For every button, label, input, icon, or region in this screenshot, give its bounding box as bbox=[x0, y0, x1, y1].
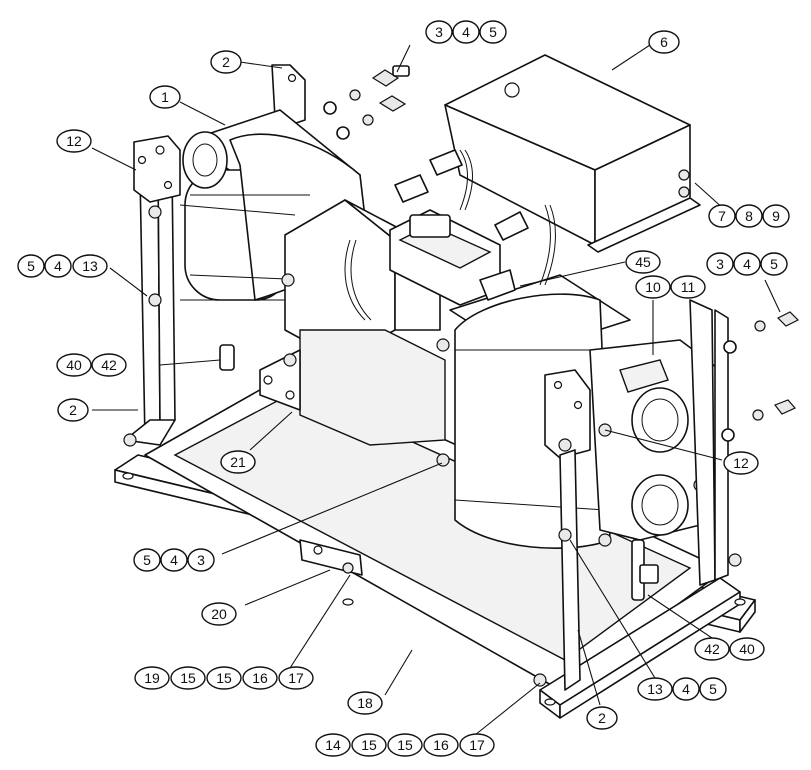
callout-42-40: 42 40 bbox=[694, 637, 765, 661]
callout-12-left: 12 bbox=[56, 129, 92, 153]
callout-5-4-3: 5 4 3 bbox=[133, 548, 215, 572]
callout-10-11: 10 11 bbox=[635, 275, 706, 299]
callout-label: 15 bbox=[216, 670, 232, 686]
callout-19-15-15-16-17: 19 15 15 16 17 bbox=[134, 666, 314, 690]
pressure-switches bbox=[219, 344, 659, 601]
callout-label: 3 bbox=[435, 24, 443, 40]
callout-label: 45 bbox=[635, 254, 651, 270]
callout-label: 4 bbox=[743, 256, 751, 272]
callout-21: 21 bbox=[220, 450, 256, 474]
callout-label: 15 bbox=[180, 670, 196, 686]
callout-13-4-5: 13 4 5 bbox=[637, 677, 727, 701]
left-upright-bracket bbox=[123, 135, 181, 447]
callout-label: 8 bbox=[745, 208, 753, 224]
right-upright-bracket bbox=[533, 299, 742, 691]
callout-label: 2 bbox=[598, 710, 606, 726]
callout-label: 18 bbox=[357, 695, 373, 711]
callout-label: 4 bbox=[170, 552, 178, 568]
leader-lines bbox=[91, 44, 781, 736]
callout-label: 5 bbox=[27, 258, 35, 274]
callout-label: 1 bbox=[161, 89, 169, 105]
callout-40-42: 40 42 bbox=[56, 353, 127, 377]
callout-label: 6 bbox=[660, 34, 668, 50]
callout-label: 17 bbox=[288, 670, 304, 686]
callout-label: 20 bbox=[211, 606, 227, 622]
callout-14-15-15-16-17: 14 15 15 16 17 bbox=[315, 733, 495, 757]
callout-label: 14 bbox=[325, 737, 341, 753]
callout-3-4-5-right: 3 4 5 bbox=[706, 252, 788, 276]
callout-2-top: 2 bbox=[210, 50, 242, 74]
center-block bbox=[259, 199, 450, 467]
callout-5-4-13: 5 4 13 bbox=[17, 254, 108, 278]
callout-18: 18 bbox=[347, 691, 383, 715]
callouts: 2 3 4 5 6 1 12 7 8 bbox=[17, 20, 790, 757]
callout-label: 2 bbox=[222, 54, 230, 70]
callout-label: 21 bbox=[230, 454, 246, 470]
callout-label: 3 bbox=[197, 552, 205, 568]
base-frame bbox=[114, 369, 756, 719]
callout-label: 7 bbox=[718, 208, 726, 224]
callout-2-left: 2 bbox=[57, 398, 89, 422]
callout-label: 12 bbox=[66, 133, 82, 149]
callout-6: 6 bbox=[648, 30, 680, 54]
callout-label: 10 bbox=[645, 279, 661, 295]
callout-1: 1 bbox=[149, 85, 181, 109]
callout-label: 17 bbox=[469, 737, 485, 753]
callout-label: 19 bbox=[144, 670, 160, 686]
callout-label: 4 bbox=[682, 681, 690, 697]
callout-label: 5 bbox=[709, 681, 717, 697]
callout-label: 42 bbox=[704, 641, 720, 657]
callout-label: 13 bbox=[82, 258, 98, 274]
callout-label: 4 bbox=[54, 258, 62, 274]
callout-7-8-9: 7 8 9 bbox=[708, 204, 790, 228]
front-bracket bbox=[299, 539, 363, 576]
callout-label: 5 bbox=[770, 256, 778, 272]
callout-label: 5 bbox=[489, 24, 497, 40]
callout-label: 16 bbox=[433, 737, 449, 753]
callout-label: 2 bbox=[69, 402, 77, 418]
callout-label: 15 bbox=[397, 737, 413, 753]
callout-label: 9 bbox=[772, 208, 780, 224]
valve-manifold bbox=[344, 149, 556, 321]
callout-label: 3 bbox=[716, 256, 724, 272]
callout-20: 20 bbox=[201, 602, 237, 626]
callout-label: 11 bbox=[681, 279, 696, 295]
callout-12-right: 12 bbox=[723, 451, 759, 475]
callout-label: 12 bbox=[733, 455, 749, 471]
loose-fasteners bbox=[323, 65, 800, 442]
electrical-cover bbox=[444, 54, 701, 253]
callout-label: 15 bbox=[361, 737, 377, 753]
callout-label: 16 bbox=[252, 670, 268, 686]
callout-label: 40 bbox=[66, 357, 82, 373]
callout-label: 13 bbox=[647, 681, 663, 697]
callout-3-4-5-top: 3 4 5 bbox=[425, 20, 507, 44]
callout-label: 4 bbox=[462, 24, 470, 40]
callout-label: 42 bbox=[101, 357, 117, 373]
callout-label: 5 bbox=[143, 552, 151, 568]
callout-45: 45 bbox=[625, 250, 661, 274]
callout-2-bottom: 2 bbox=[586, 706, 618, 730]
callout-label: 40 bbox=[739, 641, 755, 657]
